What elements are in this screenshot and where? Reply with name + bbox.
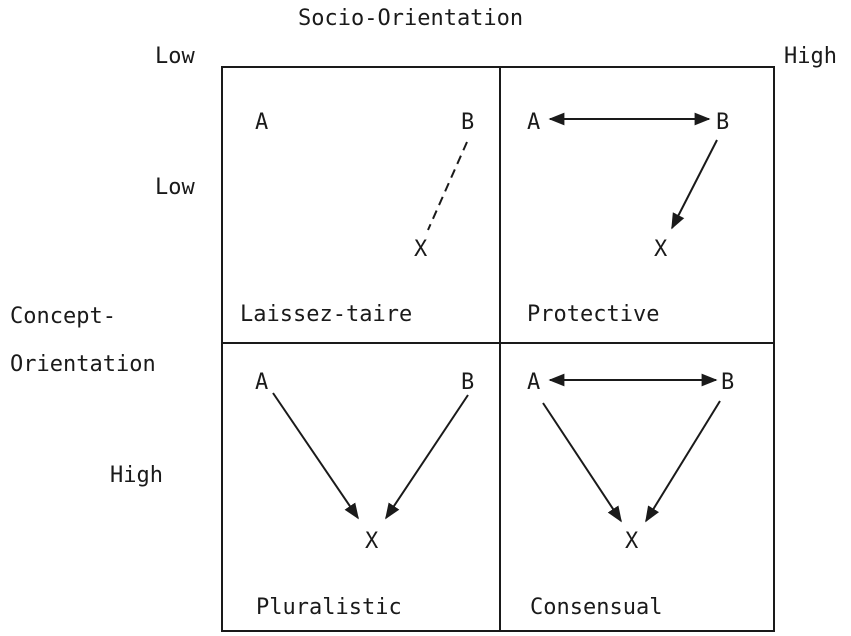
concept-low-label: Low (155, 175, 195, 200)
quadrant-label-consensual: Consensual (530, 595, 663, 620)
concept-orientation-title-line2: Orientation (10, 352, 156, 377)
quadrant-label-pluralistic: Pluralistic (256, 595, 402, 620)
pluralistic-node-b: B (461, 370, 475, 395)
consensual-node-a: A (527, 370, 541, 395)
consensual-a-x-arrow (542, 402, 622, 523)
grid-outer-border (221, 66, 775, 632)
quadrant-label-laissez-faire: Laissez-taire (240, 302, 413, 327)
consensual-node-x: X (625, 529, 639, 554)
pluralistic-a-x-arrow (272, 392, 359, 520)
socio-orientation-title: Socio-Orientation (298, 6, 524, 31)
consensual-node-b: B (721, 370, 735, 395)
protective-node-a: A (527, 110, 541, 135)
protective-node-x: X (654, 237, 668, 262)
laissez-faire-node-a: A (255, 110, 269, 135)
laissez-faire-node-b: B (461, 110, 475, 135)
pluralistic-node-a: A (255, 370, 269, 395)
laissez-faire-node-x: X (414, 237, 428, 262)
socio-low-label: Low (155, 44, 195, 69)
concept-high-label: High (110, 463, 163, 488)
protective-node-b: B (716, 110, 730, 135)
concept-orientation-title-line1: Concept- (10, 304, 116, 329)
pluralistic-node-x: X (365, 529, 379, 554)
pluralistic-b-x-arrow (385, 394, 469, 520)
quadrant-label-protective: Protective (527, 302, 660, 327)
consensual-b-x-arrow (645, 400, 721, 523)
protective-b-x-arrow (671, 139, 718, 230)
laissez-faire-b-x-dashed-line (427, 141, 468, 231)
socio-high-label: High (784, 44, 837, 69)
